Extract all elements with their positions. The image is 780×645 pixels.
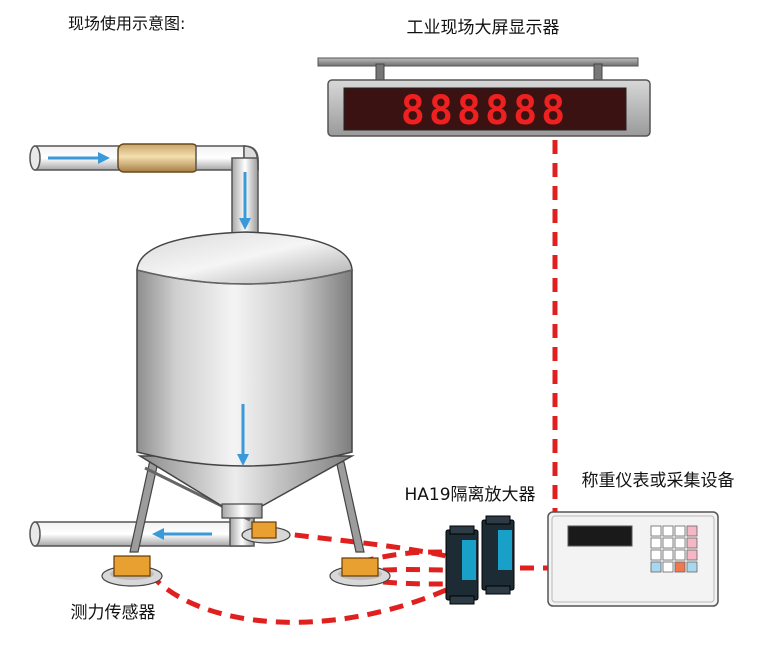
- keypad-key: [674, 537, 686, 549]
- cable-sensor-left: [148, 572, 447, 625]
- label-display: 工业现场大屏显示器: [407, 18, 560, 38]
- keypad-key: [674, 561, 686, 573]
- display-mount-bar: [317, 57, 639, 67]
- tank-leg-right: [335, 459, 365, 553]
- flow-arrows: [48, 152, 251, 540]
- tank-body: [136, 269, 353, 467]
- label-instrument: 称重仪表或采集设备: [582, 471, 735, 491]
- display-readout: 888888: [401, 88, 570, 134]
- load-cell-right: [329, 557, 391, 587]
- tank-dome: [136, 231, 353, 285]
- label-site-diagram: 现场使用示意图:: [68, 14, 185, 33]
- keypad-key: [650, 537, 662, 549]
- keypad-key: [662, 549, 674, 561]
- label-amplifier: HA19隔离放大器: [404, 485, 535, 505]
- display-screen: [343, 87, 627, 131]
- isolation-amplifier-1: [445, 525, 479, 605]
- instrument-screen: [567, 525, 633, 547]
- keypad-key: [686, 549, 698, 561]
- keypad-key: [662, 561, 674, 573]
- inlet-pipe: [29, 143, 259, 243]
- signal-cables: [148, 140, 558, 625]
- load-cell-left: [101, 555, 163, 587]
- label-load-cell: 测力传感器: [71, 603, 156, 623]
- keypad-key: [650, 561, 662, 573]
- flow-arrow-down-pipe: [239, 172, 251, 230]
- keypad-key: [686, 537, 698, 549]
- keypad-key: [650, 549, 662, 561]
- flow-arrow-inlet: [48, 152, 110, 164]
- keypad-key: [674, 549, 686, 561]
- instrument-keypad: [650, 525, 698, 573]
- keypad-key: [662, 525, 674, 537]
- keypad-key: [686, 561, 698, 573]
- large-display: 888888: [317, 57, 651, 137]
- isolation-amplifier-2: [481, 515, 515, 595]
- keypad-key: [686, 525, 698, 537]
- flow-arrow-tank: [237, 404, 249, 466]
- keypad-key: [650, 525, 662, 537]
- weighing-instrument: [547, 511, 719, 607]
- keypad-key: [662, 537, 674, 549]
- flow-arrow-outlet: [152, 528, 212, 540]
- keypad-key: [674, 525, 686, 537]
- storage-tank: [129, 231, 365, 553]
- flex-coupling: [117, 143, 199, 173]
- load-cell-middle: [241, 521, 291, 544]
